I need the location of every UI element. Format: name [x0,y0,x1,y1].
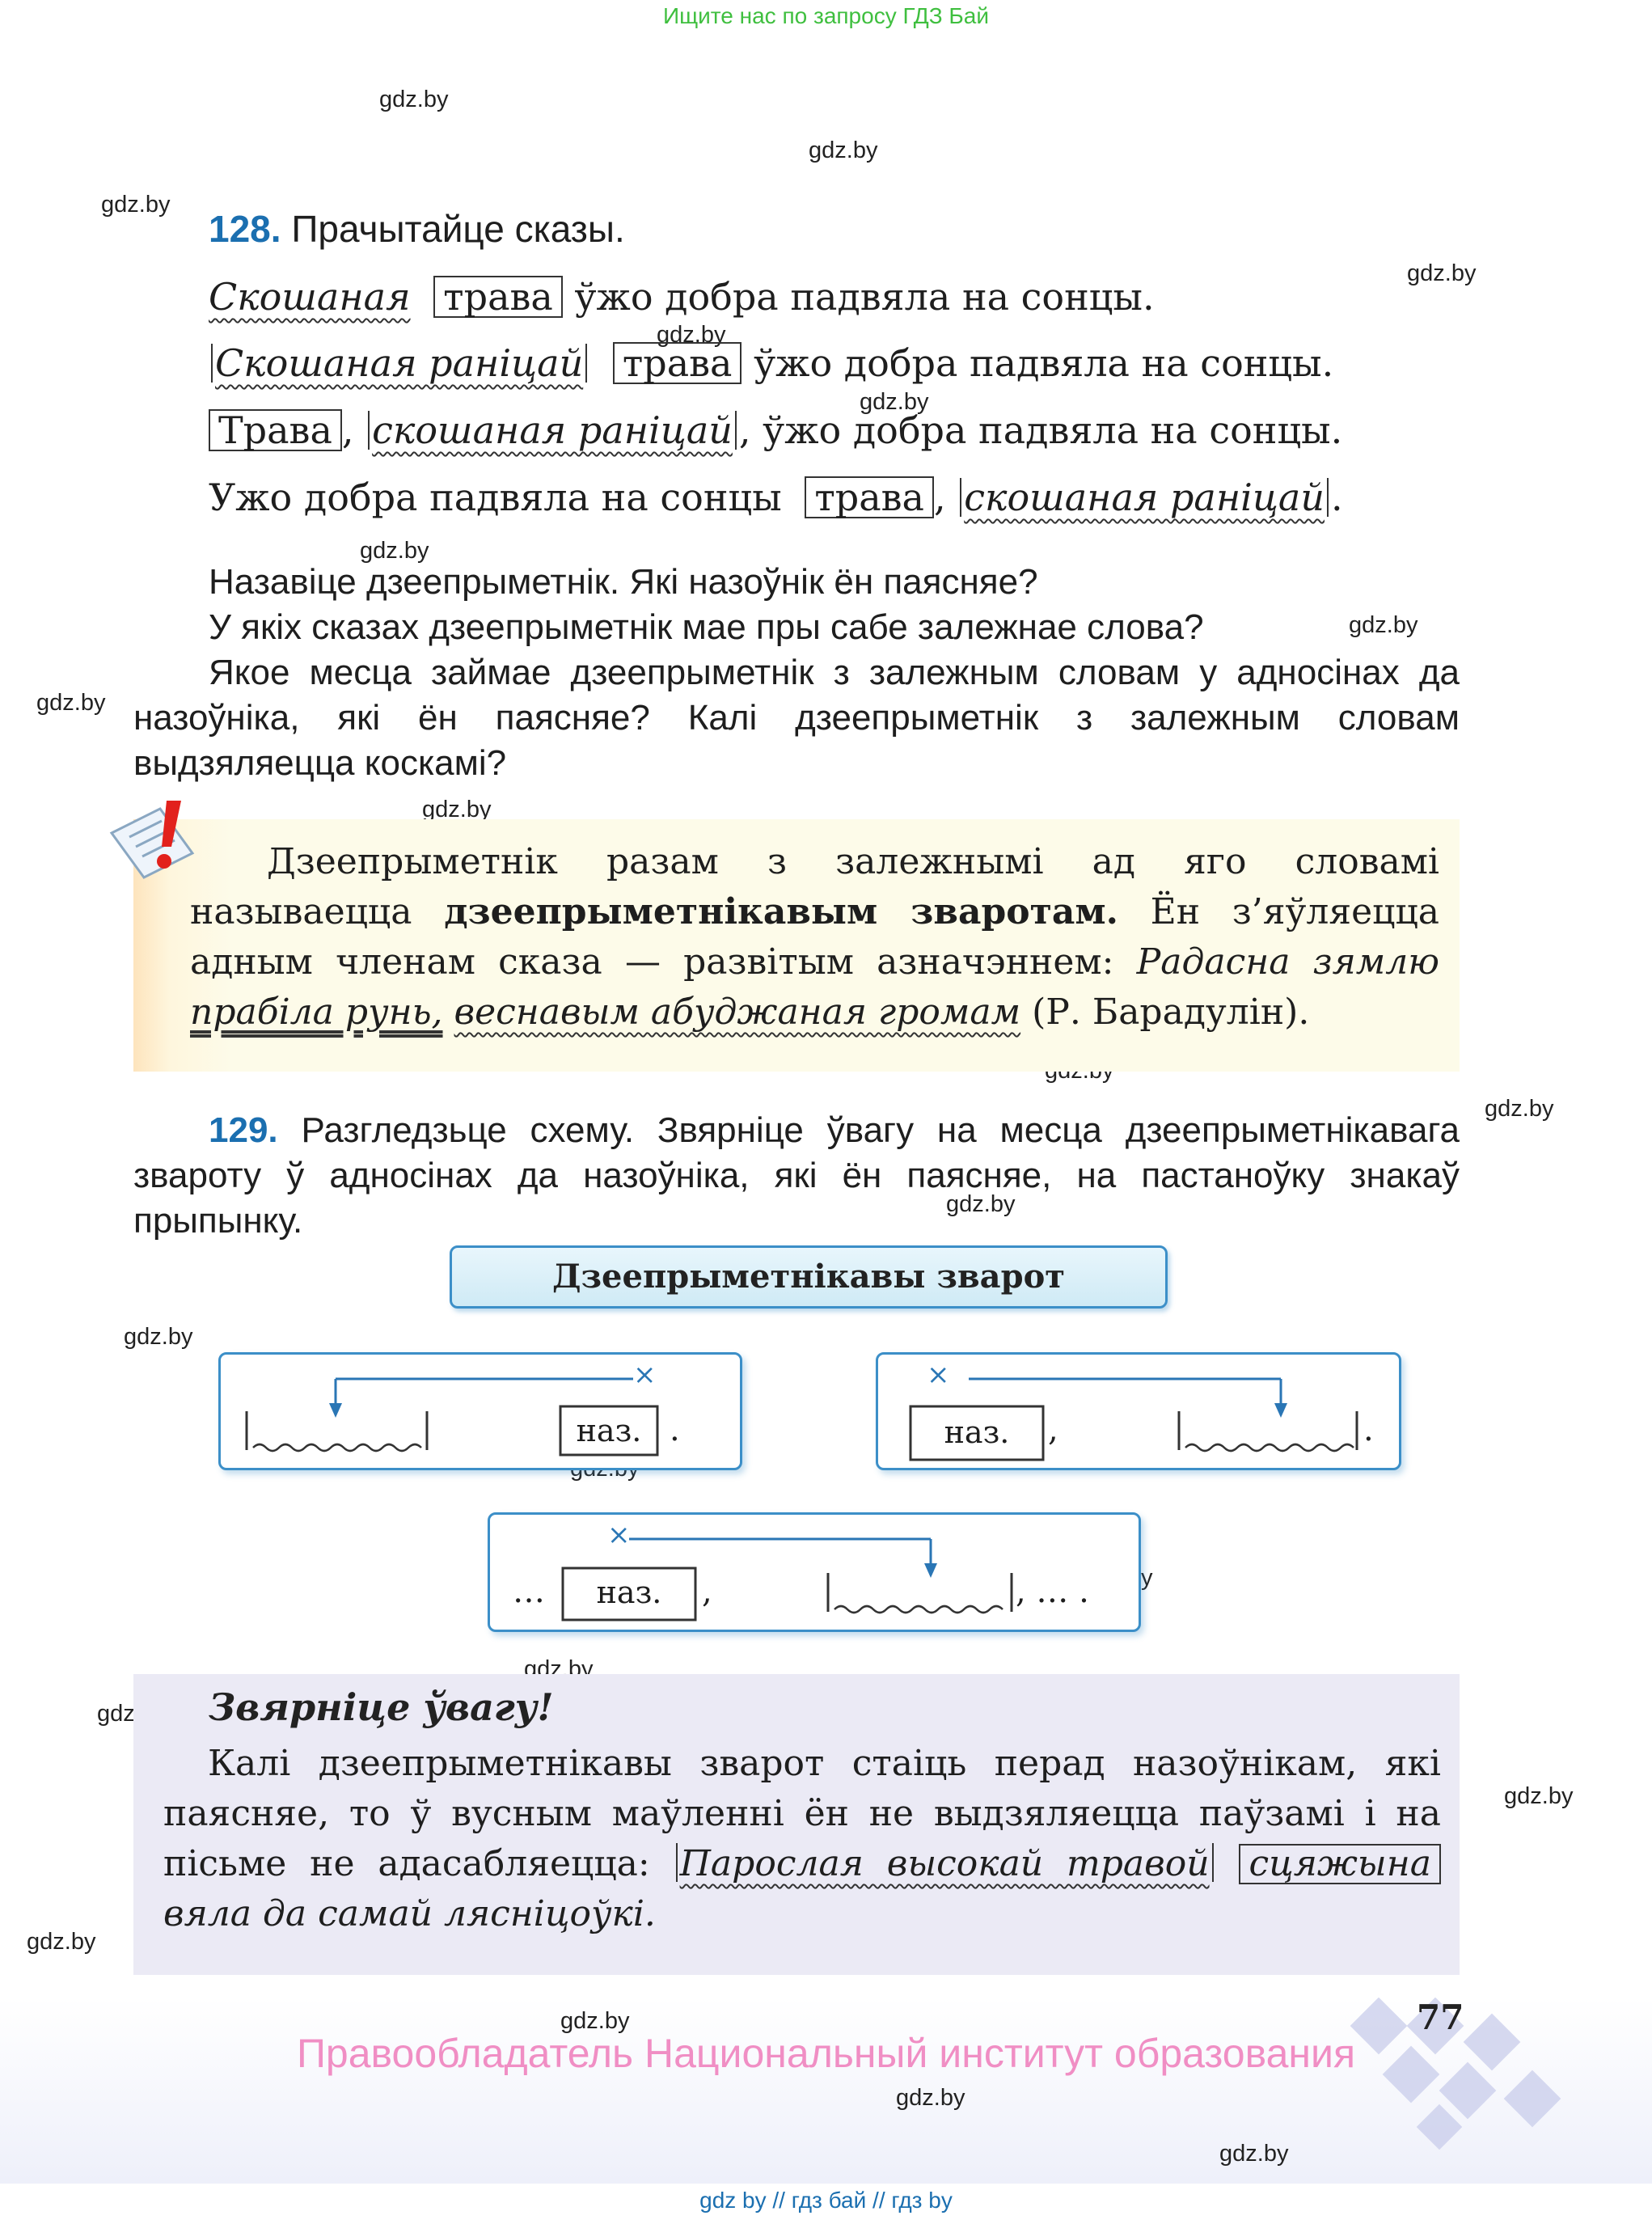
cross-icon: × [607,1519,631,1551]
task-number: 129. [209,1110,278,1150]
noun-box: трава [805,476,934,519]
question-3: Якое месца займае дзеепрыметнік з залежн… [133,653,1460,783]
watermark: gdz.by [27,1929,96,1955]
example-participial-phrase: веснавым абуджаная громам [454,991,1021,1033]
decorative-diamonds [1310,1997,1585,2163]
noun-label: наз. [576,1413,642,1448]
attention-box [133,1674,1460,1975]
noun-label: наз. [944,1414,1010,1450]
example-noun-box: сцяжына [1239,1844,1441,1885]
watermark: gdz.by [860,389,929,415]
phrase-bracket [1211,1843,1214,1882]
page-number: 77 [1417,1998,1464,2037]
attention-title: Звярніце ўвагу! [209,1685,554,1729]
period: . [670,1411,680,1448]
example-predicate: прабіла рунь, [190,991,443,1033]
question-2: У якіх сказах дзеепрыметнік мае пры сабе… [209,607,1204,647]
scheme-phrase-after-noun: × наз. , . [876,1352,1401,1470]
watermark: gdz.by [809,137,878,163]
comma: , [702,1573,712,1610]
watermark: gdz.by [946,1191,1016,1217]
question-1: Назавіце дзеепрыметнік. Які назоўнік ён … [209,562,1038,602]
example-part: Радасна зямлю [1136,941,1439,983]
task-instruction: Разгледзьце схему. Звярніце ўвагу на мес… [133,1110,1460,1241]
ellipsis: … [513,1573,545,1610]
cross-icon: × [927,1359,950,1391]
sentence-end: . [1330,476,1343,519]
example-participial-phrase: Парослая высокай травой [679,1843,1210,1884]
watermark: gdz.by [379,87,449,112]
sentence-rest: , ўжо добра падвяла на сонцы. [738,408,1343,452]
attention-text: Калі дзеепрыметнікавы зварот стаіць пера… [163,1739,1441,1939]
sentence-start: Ужо добра падвяла на сонцы [209,476,782,519]
phrase-bracket [734,411,737,450]
note-exclamation-icon [104,797,209,889]
phrase-bracket [585,344,588,383]
watermark: gdz.by [36,690,106,716]
rule-text: Дзеепрыметнік разам з залежнымі ад яго с… [190,837,1439,1038]
comma: , [933,476,946,519]
phrase-bracket [675,1843,678,1882]
bottom-links[interactable]: gdz by // гдз бай // гдз by [699,2188,953,2213]
period: . [1363,1411,1374,1448]
copyright-notice: Правообладатель Национальный институт об… [296,2031,1356,2076]
comma: , [341,408,354,452]
sentence-rest: ўжо добра падвяла на сонцы. [754,341,1334,385]
watermark: gdz.by [896,2085,965,2111]
task-128-header: 128. Прачытайце сказы. [209,207,625,251]
participial-phrase: скошаная раніцай [964,476,1325,519]
noun-box: трава [433,276,563,319]
phrase-bracket [211,344,213,383]
attention-explanation: Калі дзеепрыметнікавы зварот стаіць пера… [163,1743,1441,1884]
phrase-bracket [960,478,962,517]
participle: Скошаная [209,275,411,319]
watermark: gdz.by [422,797,492,822]
example-author: (Р. Барадулін). [1032,991,1310,1033]
participial-phrase: скошаная раніцай [372,408,733,452]
rule-term: дзеепрыметнікавым зваротам. [444,891,1118,932]
sentence-2: Скошаная раніцай трава ўжо добра падвяла… [209,341,1333,385]
watermark: gdz.by [1485,1096,1554,1122]
sentence-4: Ужо добра падвяла на сонцы трава, скошан… [209,476,1343,519]
rule-box [133,819,1460,1072]
watermark: gdz.by [124,1324,193,1350]
sentence-1: Скошаная трава ўжо добра падвяла на сонц… [209,275,1155,319]
watermark: gdz.by [1504,1783,1574,1809]
watermark: gdz.by [360,538,429,564]
task-number: 128. [209,208,281,250]
scheme-phrase-mid-sentence: … × наз. , , … . [488,1512,1141,1632]
scheme-phrase-before-noun: × наз. . [218,1352,742,1470]
watermark: gdz.by [1407,260,1477,286]
rule-definition: Дзеепрыметнік разам з залежнымі ад яго с… [190,841,1439,932]
sentence-rest: ўжо добра падвяла на сонцы. [574,275,1155,319]
comma: , [1048,1411,1058,1448]
watermark: gdz.by [560,2008,630,2034]
noun-box: Трава [209,409,342,452]
rule-explanation: Ён з’яўляецца адным членам сказа — разві… [190,891,1439,983]
watermark: gdz.by [1349,612,1418,638]
task-129-text: 129. Разгледзьце схему. Звярніце ўвагу н… [133,1108,1460,1244]
watermark: gdz.by [1219,2141,1289,2167]
task-instruction: Прачытайце сказы. [291,208,625,250]
watermark: gdz.by [101,192,171,218]
phrase-bracket [368,411,370,450]
cross-icon: × [633,1359,657,1391]
phrase-bracket [1326,478,1329,517]
tail-punctuation: , … . [1016,1573,1089,1610]
noun-box: трава [612,342,742,385]
sentence-3: Трава, скошаная раніцай, ўжо добра падвя… [209,408,1342,452]
example-rest: вяла да самай лясніцоўкі. [163,1893,656,1934]
noun-label: наз. [596,1575,662,1610]
schema-title: Дзеепрыметнікавы зварот [450,1245,1168,1309]
participial-phrase: Скошаная раніцай [215,341,584,385]
top-banner: Ищите нас по запросу ГДЗ Бай [662,3,990,28]
